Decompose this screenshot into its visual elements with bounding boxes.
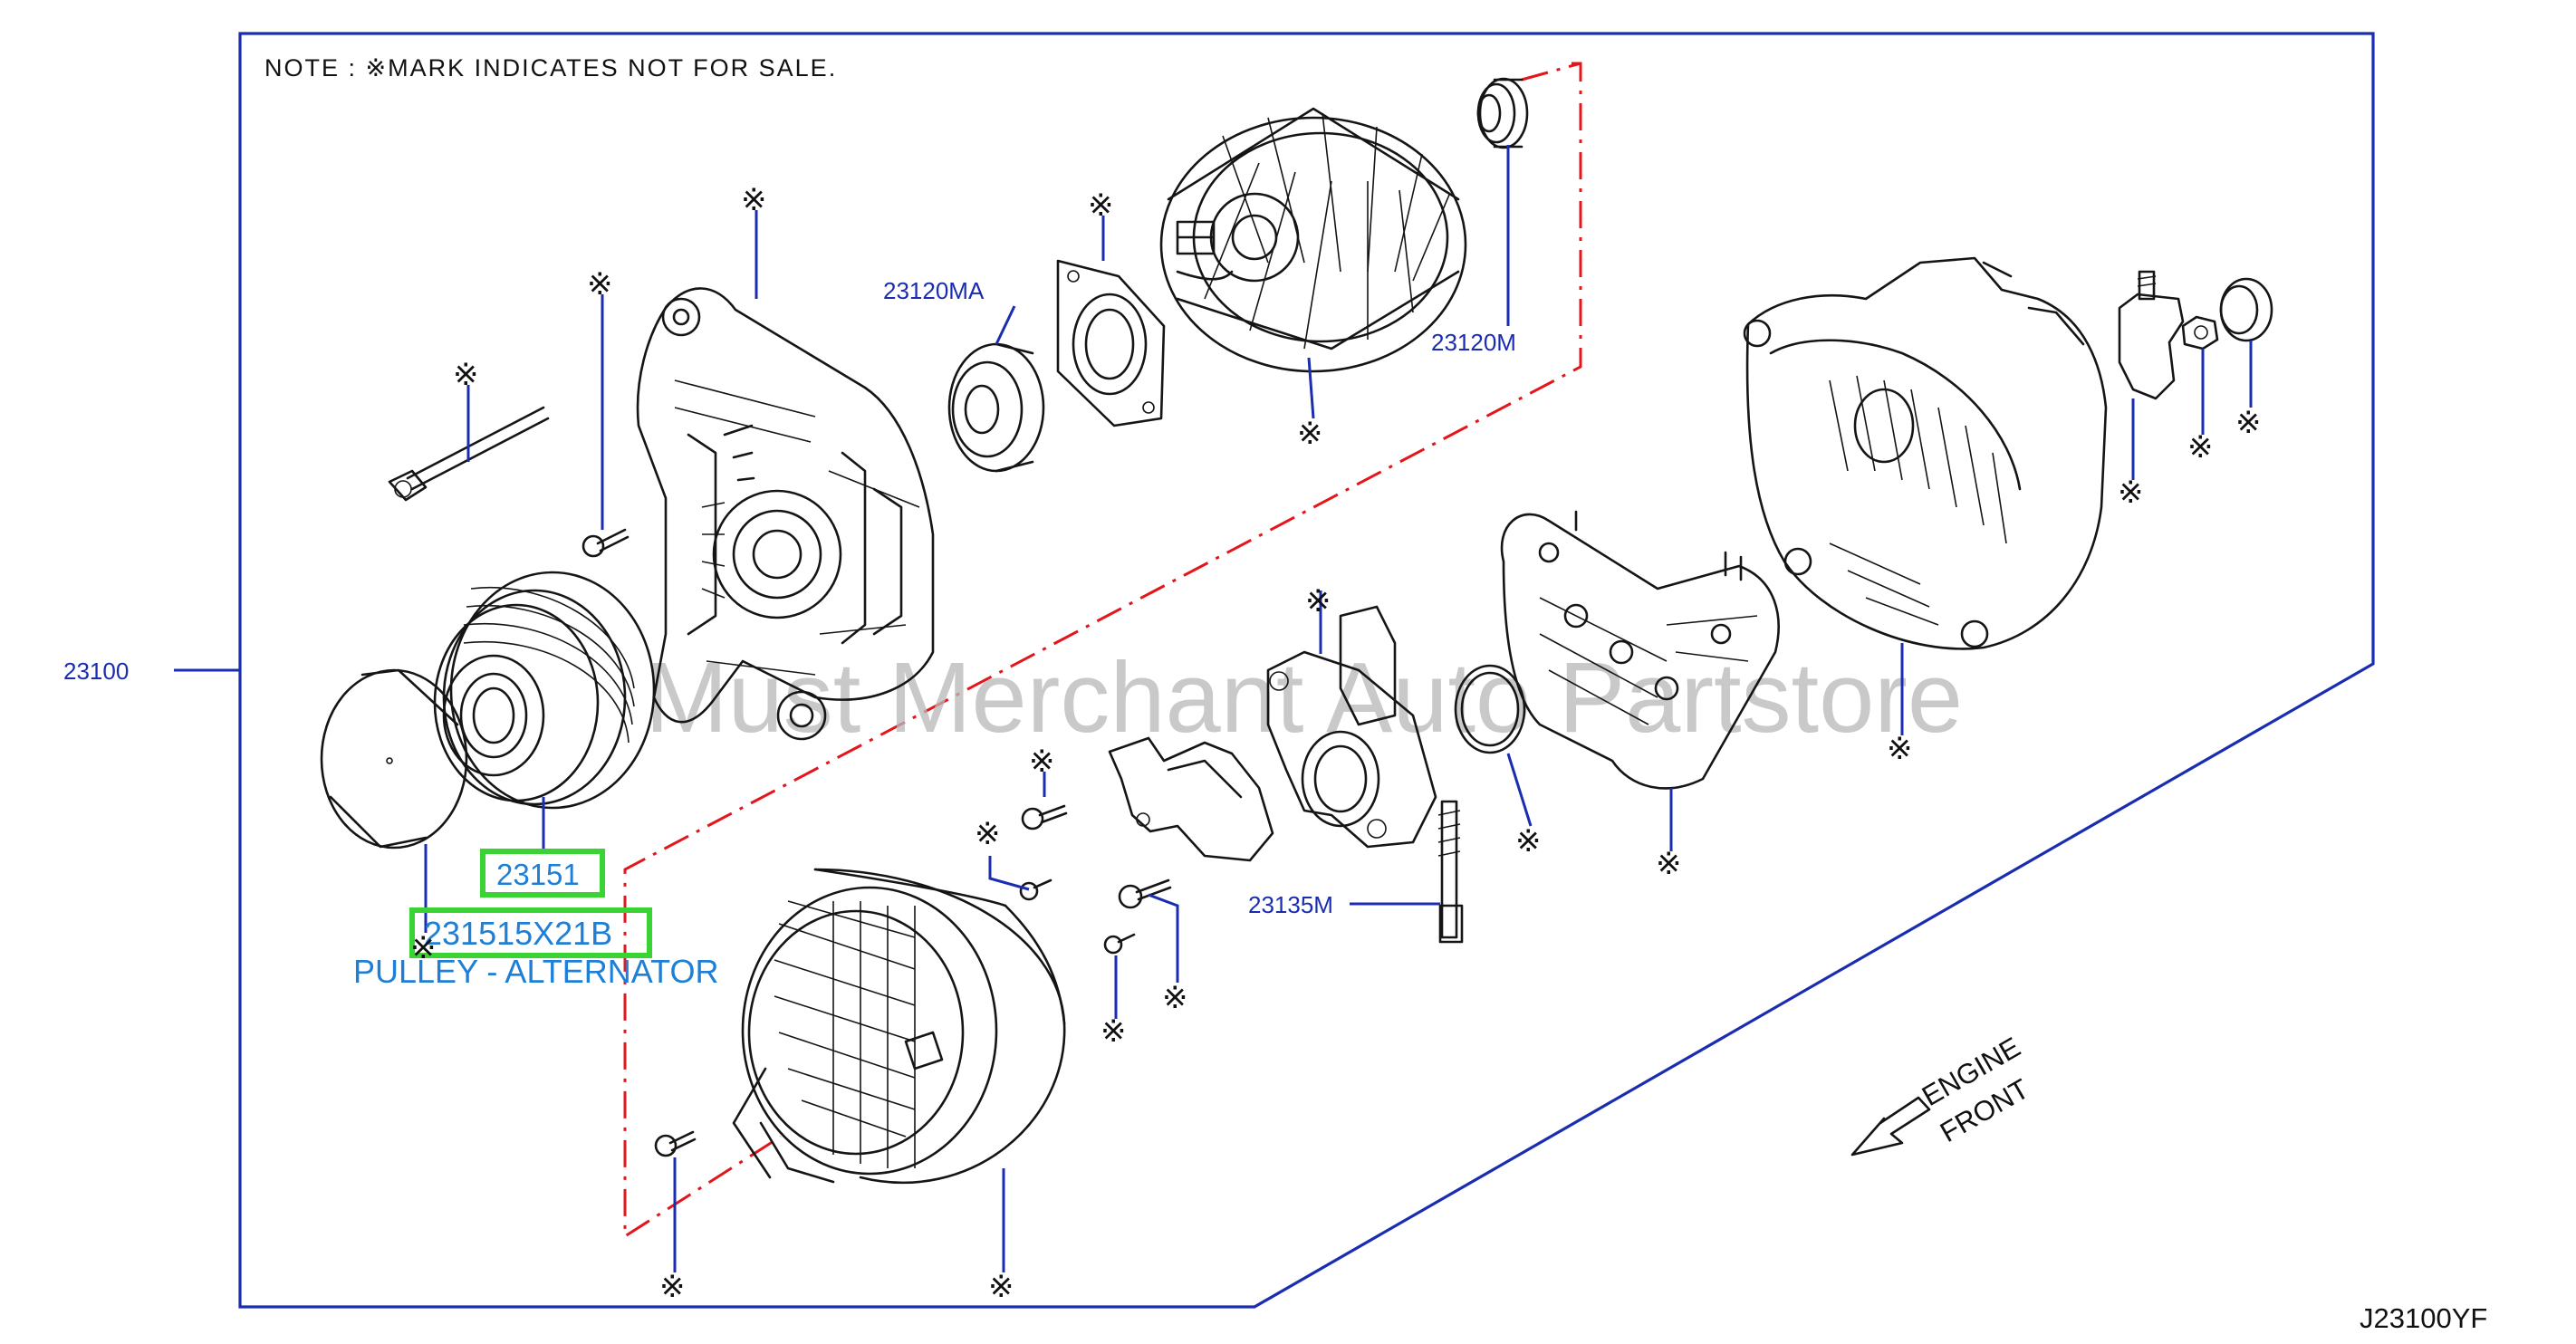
mark-cap: ※	[2235, 406, 2262, 440]
pulley	[433, 571, 656, 810]
rectifier	[1500, 510, 1780, 790]
mark-housing-screw: ※	[587, 267, 613, 302]
not-for-sale-marks: ※ ※ ※ ※ ※ ※ ※ ※ ※ ※ ※ ※ ※ ※ ※ ※ ※ ※ ※	[410, 183, 2262, 1304]
engine-front-arrow: ENGINE FRONT	[1850, 1031, 2034, 1157]
mark-screw-c: ※	[1162, 981, 1188, 1015]
pulley-cap	[320, 668, 468, 850]
regulator-cover	[1108, 736, 1274, 862]
diagram-code: J23100YF	[2360, 1302, 2487, 1334]
mark-nut: ※	[2187, 430, 2214, 465]
mark-through-bolt: ※	[453, 358, 479, 392]
mark-screw-b: ※	[975, 817, 1001, 851]
selected-part-description: PULLEY - ALTERNATOR	[353, 953, 718, 990]
terminal-cap	[2219, 277, 2273, 342]
part-label-pulley[interactable]: 23151	[496, 858, 580, 891]
rear-bearing	[1476, 77, 1529, 149]
mark-seal-ring: ※	[1515, 824, 1542, 859]
mark-screw-d: ※	[1101, 1014, 1127, 1049]
housing-screw	[582, 528, 630, 558]
mark-rotor: ※	[1297, 417, 1323, 451]
part-label-front-bearing: 23120MA	[883, 277, 985, 304]
b-terminal	[2118, 270, 2185, 400]
front-bearing	[947, 342, 1045, 473]
mark-regulator: ※	[1305, 584, 1331, 619]
rear-housing	[1743, 256, 2108, 650]
voltage-regulator	[1266, 605, 1437, 849]
seal-ring	[1454, 664, 1526, 754]
stator-bolt	[654, 1130, 697, 1157]
part-label-assembly: 23100	[63, 658, 129, 685]
part-label-brush: 23135M	[1248, 891, 1333, 918]
rotor	[1159, 107, 1467, 373]
mark-rectifier: ※	[1656, 847, 1682, 881]
note-text: NOTE : ※MARK INDICATES NOT FOR SALE.	[264, 54, 837, 82]
terminal-nut	[2181, 315, 2219, 350]
mark-retainer-plate: ※	[1088, 188, 1114, 223]
part-label-rear-bearing: 23120M	[1431, 329, 1516, 356]
mark-terminal: ※	[2118, 475, 2144, 510]
selected-part-number[interactable]: 231515X21B	[424, 915, 612, 952]
mark-stator: ※	[988, 1270, 1014, 1304]
boundary-top-link	[1521, 62, 1581, 82]
mark-screw-a: ※	[1029, 744, 1055, 779]
mark-pulley-cap: ※	[410, 931, 437, 965]
front-housing	[636, 287, 935, 741]
mark-stator-bolt: ※	[659, 1270, 686, 1304]
bearing-retainer-plate	[1056, 259, 1166, 427]
mark-housing: ※	[741, 183, 767, 217]
through-bolt	[388, 406, 550, 502]
stator	[732, 868, 1066, 1185]
watermark: Must Merchant Auto Partstore	[645, 642, 1963, 754]
regulator-screws	[1019, 804, 1172, 955]
leader-lines	[174, 145, 2253, 1272]
highlight-pulley-label[interactable]	[480, 849, 605, 898]
mark-rear-housing: ※	[1887, 732, 1913, 766]
assembly-frame	[238, 32, 2375, 1309]
highlight-selected-part[interactable]	[409, 907, 652, 958]
brush	[1437, 800, 1464, 944]
